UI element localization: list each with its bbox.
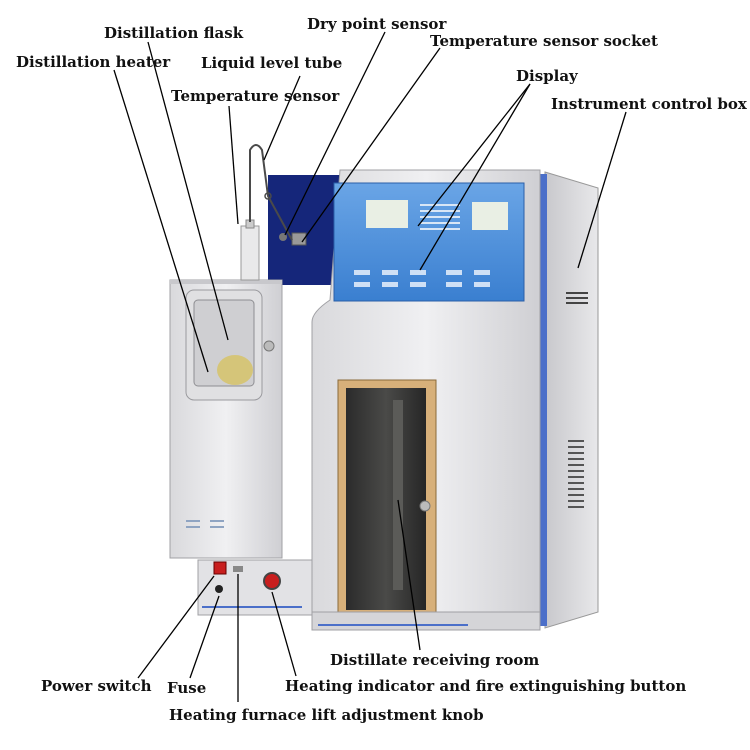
lift-adjustment-knob — [233, 566, 243, 572]
power-switch — [213, 561, 227, 575]
label-dry-point-sensor: Dry point sensor — [307, 15, 447, 33]
receiving-room-glass — [346, 388, 426, 610]
display-text-lines — [420, 204, 460, 230]
label-heating-indicator: Heating indicator and fire extinguishing… — [285, 677, 687, 695]
heater-knob — [263, 340, 275, 352]
label-instrument-control-box: Instrument control box — [551, 95, 747, 113]
label-display: Display — [516, 67, 578, 85]
heater-box-top — [170, 280, 282, 284]
display-screen-right — [472, 202, 508, 230]
fuse — [215, 585, 223, 593]
label-temperature-sensor: Temperature sensor — [171, 87, 340, 105]
leader-distillation-heater — [113, 69, 209, 373]
side-vent-top — [566, 292, 588, 304]
leader-instrument-control-box — [577, 111, 627, 269]
heater-logo-text — [186, 520, 224, 528]
main-plinth — [311, 611, 541, 631]
display-buttons — [354, 270, 490, 287]
receiving-room-tube — [393, 400, 403, 590]
leader-fuse — [189, 595, 220, 679]
label-distillate-receiving-room: Distillate receiving room — [330, 651, 540, 669]
label-liquid-level-tube: Liquid level tube — [201, 54, 343, 72]
label-fuse: Fuse — [167, 679, 207, 697]
leader-display-1 — [417, 83, 531, 227]
leader-temperature-sensor-socket — [301, 47, 441, 243]
label-distillation-heater: Distillation heater — [16, 53, 171, 71]
receiving-room-knob — [419, 500, 431, 512]
leader-liquid-level-tube — [263, 75, 301, 161]
leader-power-switch — [137, 575, 215, 679]
display-screen-left — [366, 200, 408, 228]
plinth-stripe — [318, 624, 468, 626]
distillation-flask — [217, 355, 253, 385]
blue-edge-stripe — [538, 174, 547, 626]
temperature-sensor — [240, 225, 260, 281]
tube-clip — [264, 192, 272, 200]
side-vent-bottom — [568, 440, 584, 508]
leader-dry-point-sensor — [284, 31, 386, 236]
leader-distillation-flask — [147, 41, 229, 341]
leader-display-2 — [419, 83, 531, 271]
leader-distillate-receiving-room — [397, 499, 421, 651]
label-distillation-flask: Distillation flask — [104, 24, 244, 42]
liquid-level-tube — [249, 144, 293, 241]
label-lift-adjustment-knob: Heating furnace lift adjustment knob — [169, 706, 484, 724]
leader-heating-indicator — [271, 591, 297, 677]
label-power-switch: Power switch — [41, 677, 152, 695]
heating-indicator-button — [263, 572, 281, 590]
base-stripe — [202, 606, 302, 608]
leader-lines — [113, 31, 627, 702]
leader-temperature-sensor — [228, 105, 239, 225]
label-temperature-sensor-socket: Temperature sensor socket — [430, 32, 658, 50]
instrument-control-box — [544, 171, 599, 629]
